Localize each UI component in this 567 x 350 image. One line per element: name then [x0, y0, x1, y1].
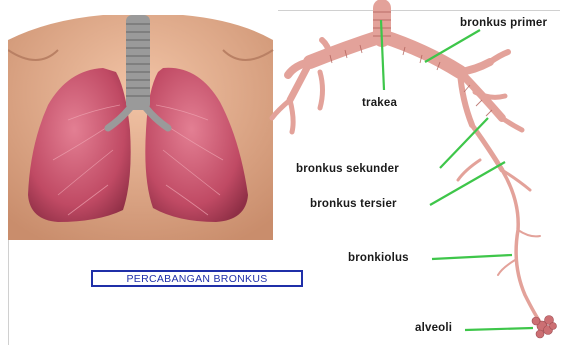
pointer-bronkus-primer: [425, 30, 480, 62]
bronchial-tree-illustration: [250, 0, 567, 350]
caption-text: PERCABANGAN BRONKUS: [126, 273, 267, 285]
label-bronkus-sekunder: bronkus sekunder: [296, 163, 399, 175]
pointer-bronkiolus: [432, 255, 512, 259]
lungs-illustration: [8, 10, 278, 240]
label-bronkus-tersier: bronkus tersier: [310, 198, 397, 210]
label-bronkus-primer: bronkus primer: [460, 17, 547, 29]
caption-box: PERCABANGAN BRONKUS: [91, 270, 303, 287]
pointer-alveoli: [465, 328, 533, 330]
label-bronkiolus: bronkiolus: [348, 252, 409, 264]
label-alveoli: alveoli: [415, 322, 452, 334]
label-trakea: trakea: [362, 97, 397, 109]
alveoli-cluster: [532, 316, 557, 339]
